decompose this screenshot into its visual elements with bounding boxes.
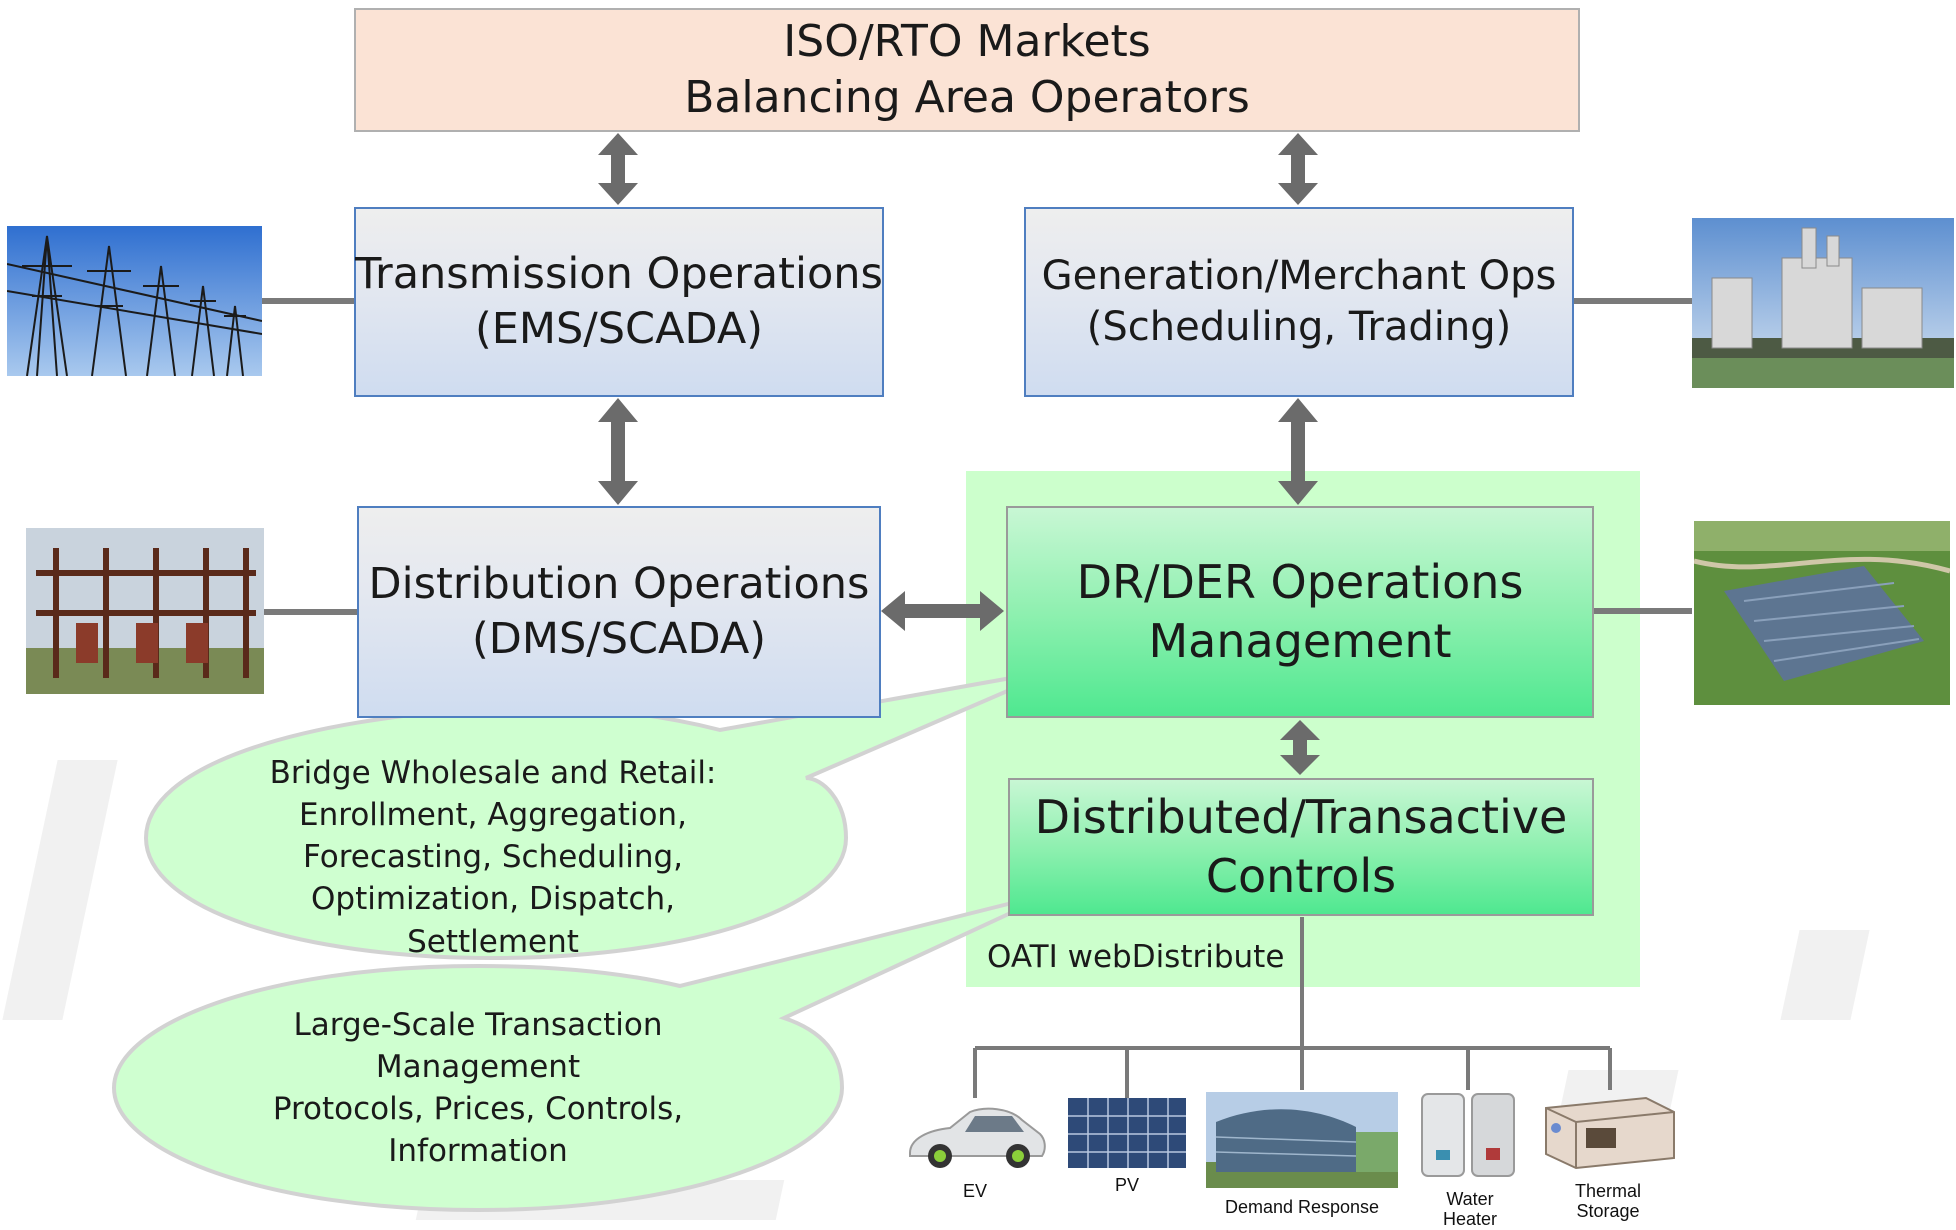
- drder-title: DR/DER Operations: [1076, 555, 1524, 610]
- distribution-title: Distribution Operations: [368, 558, 870, 609]
- generation-merchant-box: Generation/Merchant Ops (Scheduling, Tra…: [1024, 207, 1574, 397]
- drder-subtitle: Management: [1148, 614, 1452, 668]
- transmission-operations-box: Transmission Operations (EMS/SCADA): [354, 207, 884, 397]
- device-label-demand-response: Demand Response: [1224, 1197, 1380, 1217]
- iso-rto-box: ISO/RTO Markets Balancing Area Operators: [354, 8, 1580, 132]
- controls-subtitle: Controls: [1205, 849, 1397, 903]
- iso-title: ISO/RTO Markets: [783, 15, 1151, 67]
- generation-title: Generation/Merchant Ops: [1041, 252, 1557, 299]
- double-arrow: [598, 398, 638, 505]
- transactive-controls-box: Distributed/Transactive Controls: [1008, 778, 1594, 916]
- device-label-pv: PV: [1114, 1175, 1139, 1195]
- callout-bubble-bridge: [143, 668, 1057, 961]
- power-plant-photo: [1692, 218, 1954, 388]
- solar-farm-photo: [1694, 521, 1950, 705]
- substation-photo: [26, 528, 264, 694]
- double-arrow: [1278, 398, 1318, 505]
- building-icon: [1206, 1092, 1398, 1188]
- distribution-subtitle: (DMS/SCADA): [471, 614, 767, 664]
- distribution-operations-box: Distribution Operations (DMS/SCADA): [357, 506, 881, 718]
- transmission-towers-photo: [7, 226, 262, 376]
- thermal-storage-icon: [1536, 1088, 1680, 1172]
- region-label: OATI webDistribute: [987, 939, 1285, 975]
- bubble-bridge-text: Bridge Wholesale and Retail: Enrollment,…: [269, 755, 717, 960]
- transmission-title: Transmission Operations: [355, 248, 883, 299]
- double-arrow: [598, 133, 638, 205]
- generation-subtitle: (Scheduling, Trading): [1086, 304, 1512, 350]
- device-label-ev: EV: [962, 1181, 987, 1201]
- transmission-subtitle: (EMS/SCADA): [474, 304, 764, 354]
- ev-car-icon: [900, 1098, 1050, 1176]
- double-arrow: [881, 591, 1004, 631]
- bubble-transaction-text: Large-Scale Transaction Management Proto…: [272, 1007, 684, 1170]
- water-heater-icon: [1416, 1088, 1520, 1180]
- double-arrow: [1280, 720, 1320, 775]
- device-label-thermal-storage: Thermal Storage: [1574, 1181, 1641, 1221]
- callout-bubble-transaction: [111, 890, 1057, 1213]
- iso-subtitle: Balancing Area Operators: [684, 72, 1250, 123]
- device-label-water-heater: Water Heater: [1442, 1189, 1498, 1229]
- double-arrow: [1278, 133, 1318, 205]
- controls-title: Distributed/Transactive: [1034, 790, 1568, 845]
- dr-der-operations-box: DR/DER Operations Management: [1006, 506, 1594, 718]
- pv-panel-icon: [1068, 1098, 1186, 1168]
